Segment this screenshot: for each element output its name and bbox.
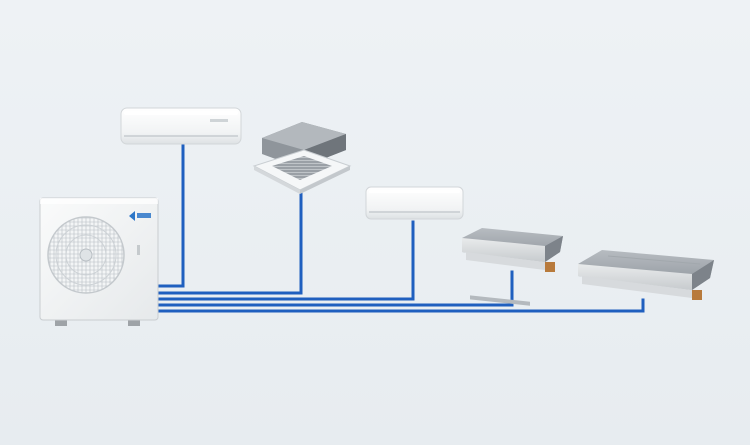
refrigerant-pipes [158,142,645,313]
pipe-to-ducted-unit-2 [158,298,645,313]
wall-mounted-indoor-unit-1 [120,107,242,145]
ducted-indoor-unit-1 [462,228,563,306]
wall-mounted-indoor-unit-2 [365,186,464,220]
pipe-to-wall-unit-1 [158,142,185,288]
pipe-to-wall-unit-2 [158,220,415,301]
ducted-indoor-unit-2 [578,250,714,300]
outdoor-unit [39,197,159,326]
daikin-logo-icon [129,211,151,221]
outdoor-fan-grille [47,216,125,294]
pipe-to-ducted-unit-1 [158,270,514,307]
pipe-to-cassette-unit [158,188,303,295]
ceiling-cassette-indoor-unit [252,122,352,194]
